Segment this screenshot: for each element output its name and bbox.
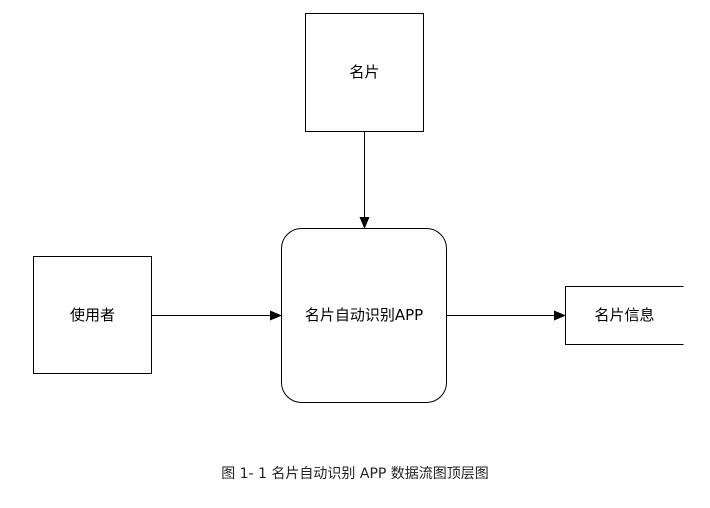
source-entity-box bbox=[305, 13, 424, 132]
user-entity-box bbox=[33, 256, 152, 374]
user-entity-label: 使用者 bbox=[70, 306, 115, 324]
output-store-outline bbox=[565, 286, 684, 345]
figure-caption: 图 1- 1 名片自动识别 APP 数据流图顶层图 bbox=[221, 466, 489, 482]
output-store-label: 名片信息 bbox=[594, 306, 654, 324]
source-entity-node: 名片 bbox=[305, 13, 424, 132]
process-label: 名片自动识别APP bbox=[305, 306, 423, 324]
output-store-node: 名片信息 bbox=[565, 286, 684, 345]
source-entity-label: 名片 bbox=[349, 63, 379, 81]
user-entity-node: 使用者 bbox=[33, 256, 152, 374]
process-node: 名片自动识别APP bbox=[281, 228, 447, 403]
